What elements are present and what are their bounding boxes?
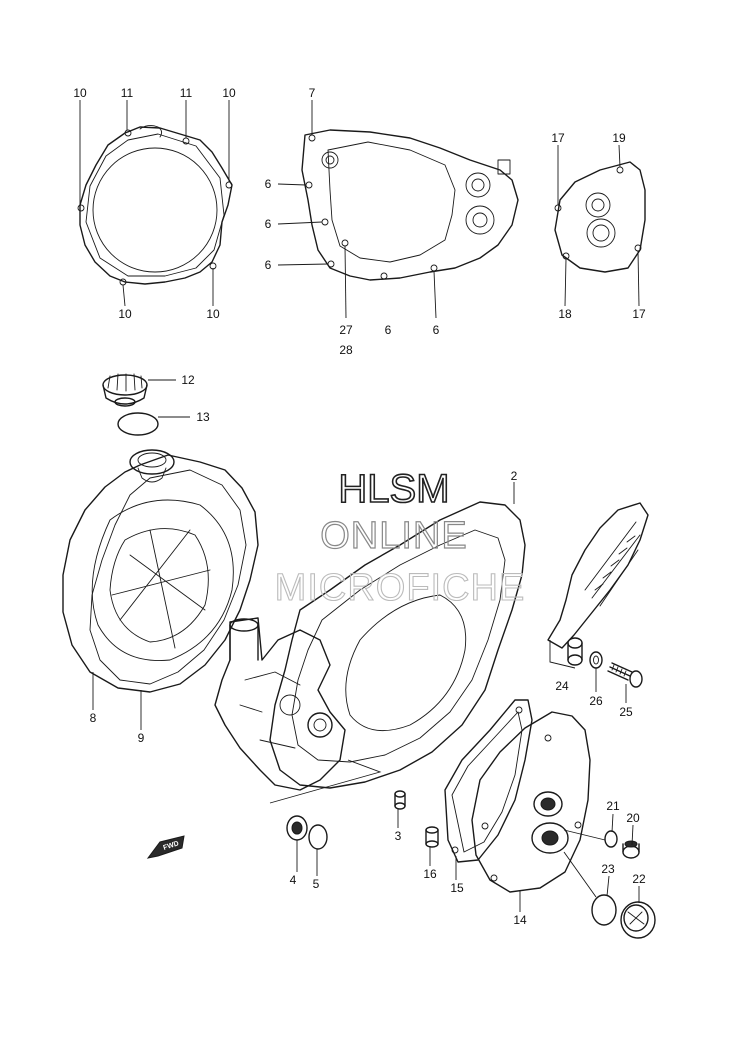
callout-6: 6 — [265, 258, 272, 272]
clutch-cover-gasket-drawing — [77, 124, 233, 286]
callout-6: 6 — [265, 177, 272, 191]
callout-18: 18 — [558, 307, 572, 321]
ring-5-drawing — [308, 824, 328, 850]
callout-11: 11 — [121, 86, 134, 100]
crankcase-gasket-drawing — [301, 129, 519, 281]
callout-23: 23 — [601, 862, 615, 876]
pump-cover-14-drawing — [471, 711, 591, 893]
callout-13: 13 — [196, 410, 210, 424]
callout-10: 10 — [73, 86, 87, 100]
callout-10: 10 — [206, 307, 220, 321]
callout-3: 3 — [395, 829, 402, 843]
callout-14: 14 — [513, 913, 527, 927]
callout-6: 6 — [385, 323, 392, 337]
callout-2: 2 — [511, 469, 518, 483]
watermark: HLSM ONLINE MICROFICHE — [274, 466, 526, 609]
callout-24: 24 — [555, 679, 569, 693]
clutch-cover-gasket-9-drawing — [89, 469, 247, 685]
leader-lines — [79, 100, 640, 912]
callout-20: 20 — [626, 811, 640, 825]
spacer-24-drawing — [567, 637, 583, 666]
callout-12: 12 — [181, 373, 195, 387]
callout-26: 26 — [589, 694, 603, 708]
callout-15: 15 — [450, 881, 464, 895]
oring-13-drawing — [117, 412, 159, 436]
pump-cover-gasket-drawing — [554, 161, 646, 273]
callout-28: 28 — [339, 343, 353, 357]
crankcase-body-drawing — [214, 617, 346, 791]
chain-guide-drawing — [547, 502, 649, 649]
callout-6: 6 — [265, 217, 272, 231]
callout-21: 21 — [606, 799, 620, 813]
callout-5: 5 — [313, 877, 320, 891]
callout-27: 27 — [339, 323, 353, 337]
cap-22-drawing — [620, 901, 656, 939]
callout-19: 19 — [612, 131, 626, 145]
callout-7: 7 — [309, 86, 316, 100]
drain-bolt-20-drawing — [622, 840, 640, 859]
dowel-16-drawing — [425, 826, 439, 848]
watermark-line3: MICROFICHE — [275, 567, 526, 609]
gasket-2-drawing — [269, 501, 526, 789]
pump-gasket-15-drawing — [444, 699, 533, 863]
washer-21-drawing — [604, 830, 618, 848]
forward-arrow-icon: FWD — [146, 835, 185, 859]
oil-seal-4-drawing — [286, 815, 308, 841]
callout-8: 8 — [90, 711, 97, 725]
dowel-3-drawing — [394, 790, 406, 810]
callout-22: 22 — [632, 872, 646, 886]
watermark-line1: HLSM — [338, 467, 449, 511]
forward-marker-label: FWD — [162, 840, 179, 852]
filler-cap-drawing — [102, 373, 148, 407]
bolt-25-drawing — [607, 662, 643, 688]
callout-17: 17 — [632, 307, 646, 321]
callout-16: 16 — [423, 867, 437, 881]
callout-4: 4 — [290, 873, 297, 887]
oring-23-drawing — [591, 894, 617, 926]
callout-10: 10 — [118, 307, 132, 321]
watermark-line2: ONLINE — [320, 515, 467, 557]
callout-17: 17 — [551, 131, 565, 145]
callout-numbers: 10 11 11 10 10 10 7 6 6 6 27 28 6 6 17 1… — [73, 86, 646, 927]
clutch-cover-drawing — [62, 449, 259, 693]
callout-11: 11 — [180, 86, 193, 100]
callout-6: 6 — [433, 323, 440, 337]
callout-9: 9 — [138, 731, 145, 745]
callout-25: 25 — [619, 705, 633, 719]
callout-10: 10 — [222, 86, 236, 100]
washer-26-drawing — [589, 651, 603, 669]
